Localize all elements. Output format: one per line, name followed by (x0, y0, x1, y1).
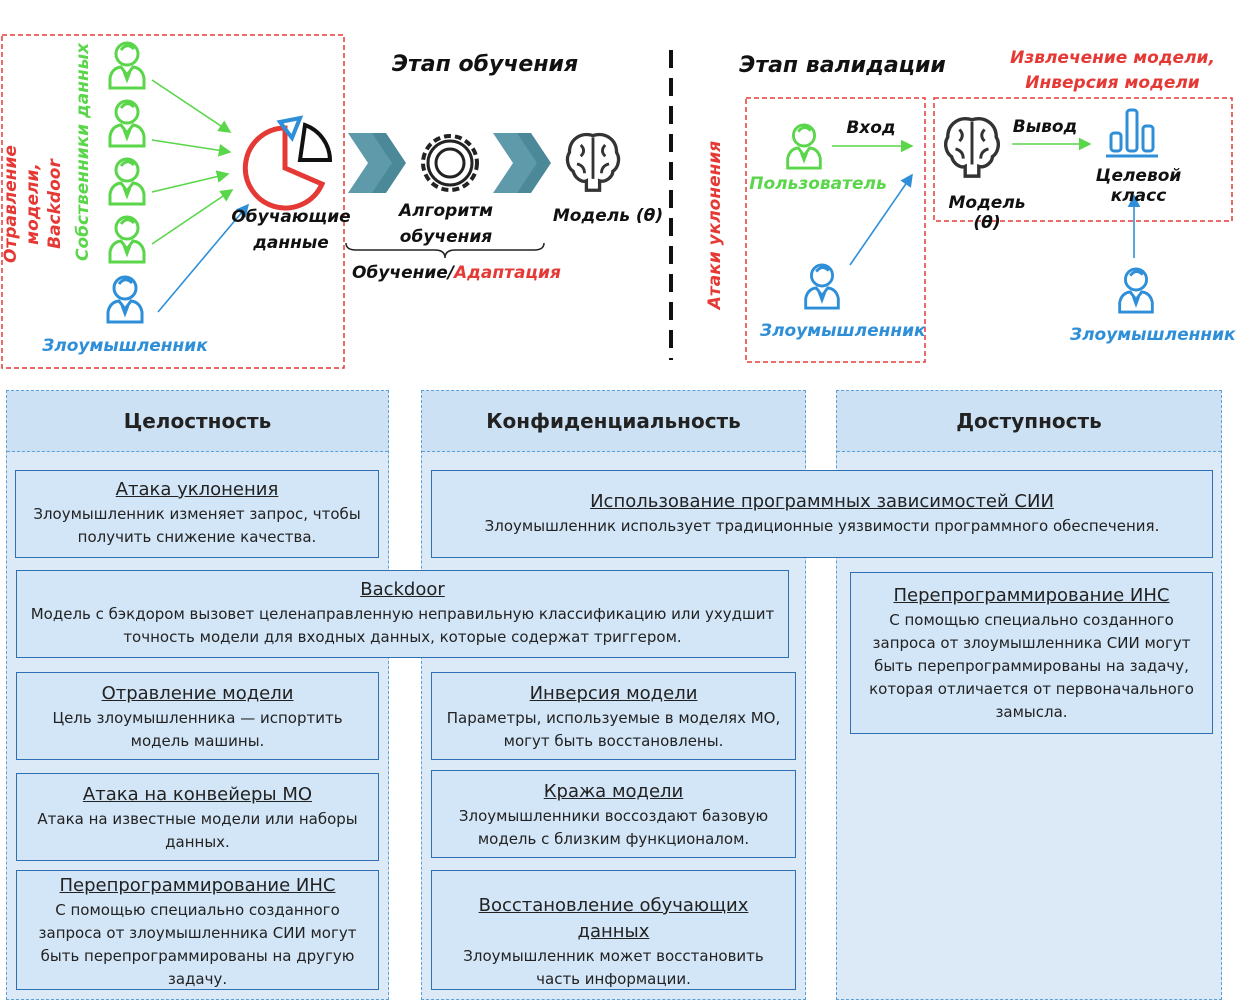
model-label-2: Модель (θ) (948, 193, 1026, 233)
training-data-label: Обучающие данные (231, 207, 351, 253)
integrity-header: Целостность (7, 391, 388, 452)
user-label: Пользователь (749, 174, 887, 194)
card-text: Злоумышленники воссоздают базовую модель… (458, 807, 769, 848)
card-model-poisoning: Отравление модели Цель злоумышленника — … (16, 672, 379, 760)
training-bracket (345, 242, 545, 259)
validation-phase-title: Этап валидации (739, 53, 946, 78)
attacker-label: Злоумышленник (42, 336, 208, 356)
card-text: Злоумышленник может восстановить часть и… (463, 947, 764, 988)
card-text: С помощью специально созданного запроса … (869, 611, 1194, 721)
extraction-box (933, 97, 1233, 222)
training-data-icon (242, 115, 333, 211)
card-title: Атака уклонения (115, 479, 279, 500)
data-owners-vertical-label: Собственники данных (73, 42, 93, 261)
card-title: Перепрограммирование ИНС (893, 585, 1170, 606)
training-attack-box (1, 34, 345, 369)
card-backdoor: Backdoor Модель с бэкдором вызовет целен… (16, 570, 789, 658)
output-label: Вывод (1012, 117, 1078, 137)
confidentiality-header: Конфиденциальность (422, 391, 805, 452)
card-evasion-attack: Атака уклонения Злоумышленник изменяет з… (15, 470, 379, 558)
card-title: Атака на конвейеры МО (82, 784, 313, 805)
card-text: Атака на известные модели или наборы дан… (37, 810, 358, 851)
card-training-data-recovery: Восстановление обучающих данных Злоумышл… (431, 870, 796, 990)
card-title: Использование программных зависимостей С… (590, 491, 1054, 512)
target-class-label: Целевой класс (1095, 166, 1182, 206)
adaptation-text: Адаптация (454, 263, 561, 283)
card-reprogramming-availability: Перепрограммирование ИНС С помощью специ… (850, 572, 1213, 734)
card-text: Злоумышленник использует традиционные уя… (484, 517, 1160, 535)
evasion-box (745, 97, 926, 363)
user-icon (786, 123, 822, 170)
card-title: Инверсия модели (529, 683, 698, 704)
model-brain-icon (565, 132, 621, 192)
attacker-icon-3 (1118, 267, 1154, 314)
training-phase-title: Этап обучения (391, 52, 579, 77)
learning-text: Обучение/ (352, 263, 454, 283)
card-text: Злоумышленник изменяет запрос, чтобы пол… (33, 505, 361, 546)
evasion-vertical-label: Атаки уклонения (705, 140, 725, 310)
card-title: Отравление модели (101, 683, 294, 704)
target-class-icon (1106, 108, 1158, 158)
pipeline-chevrons (348, 133, 551, 193)
attacker-label-2: Злоумышленник (760, 321, 926, 341)
card-text: С помощью специально созданного запроса … (38, 901, 357, 988)
card-text: Модель с бэкдором вызовет целенаправленн… (30, 605, 775, 646)
model-brain-icon-2 (943, 117, 1001, 178)
card-title: Восстановление обучающих данных (478, 895, 749, 942)
card-ml-pipeline-attack: Атака на конвейеры МО Атака на известные… (16, 773, 379, 861)
card-title: Перепрограммирование ИНС (59, 875, 336, 896)
algorithm-gear-icon (421, 134, 479, 192)
top-diagram-graphics (1, 34, 1233, 369)
attacker-icon-2 (804, 263, 840, 310)
card-model-inversion: Инверсия модели Параметры, используемые … (431, 672, 796, 760)
learning-adaptation-label: Обучение/Адаптация (352, 263, 567, 283)
card-text: Цель злоумышленника — испортить модель м… (52, 709, 343, 750)
input-label: Вход (846, 118, 896, 138)
card-text: Параметры, используемые в моделях МО, мо… (446, 709, 781, 750)
algorithm-label: Алгоритм обучения (399, 201, 493, 247)
card-title: Кража модели (543, 781, 684, 802)
attacker-label-3: Злоумышленник (1070, 325, 1236, 345)
poisoning-vertical-label: Отравление модели, Backdoor (1, 145, 65, 263)
attacker-icon (106, 275, 144, 324)
card-title: Backdoor (360, 579, 445, 600)
availability-header: Доступность (837, 391, 1221, 452)
card-software-dependencies: Использование программных зависимостей С… (431, 470, 1213, 558)
data-owner-icons (108, 41, 146, 264)
model-label: Модель (θ) (552, 206, 664, 226)
card-reprogramming-integrity: Перепрограммирование ИНС С помощью специ… (16, 870, 379, 990)
card-model-theft: Кража модели Злоумышленники воссоздают б… (431, 770, 796, 858)
extraction-inversion-label: Извлечение модели, Инверсия модели (1010, 48, 1215, 93)
